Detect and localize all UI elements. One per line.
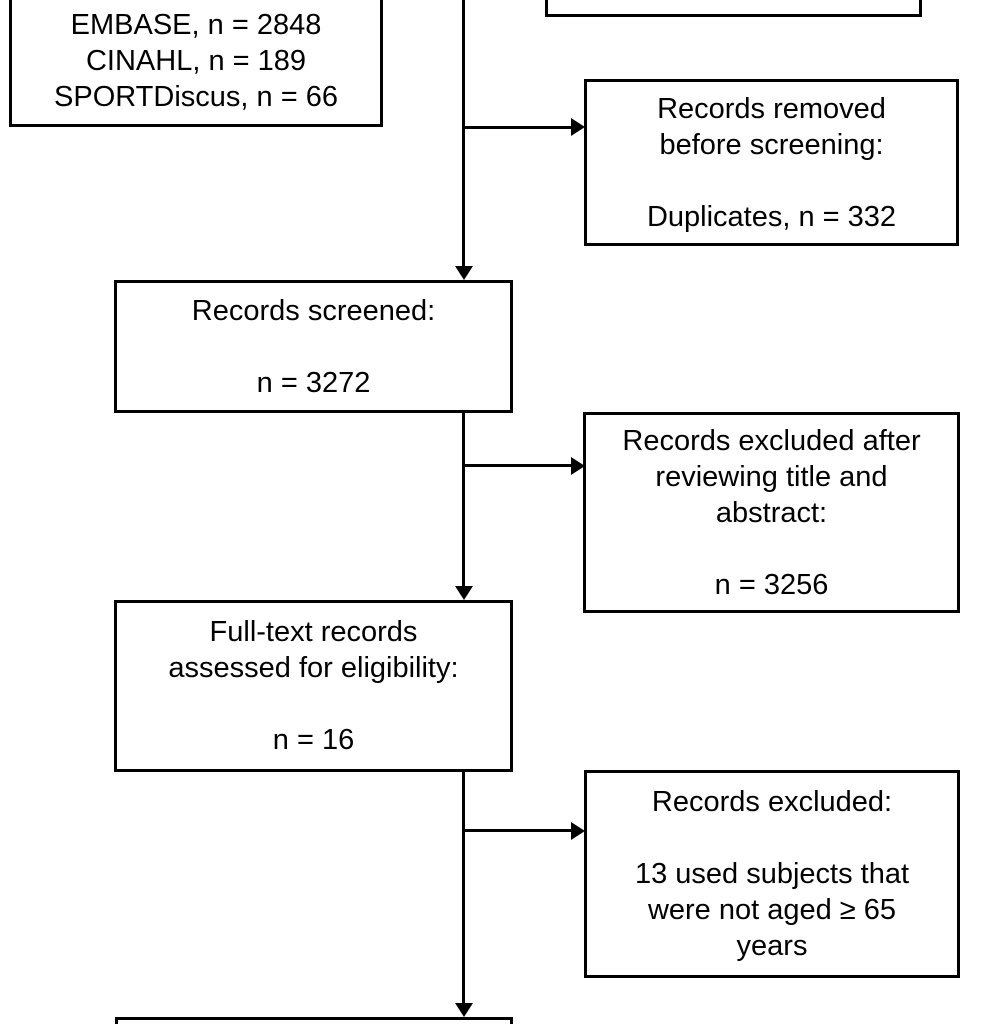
arrowhead-right-excluded-fulltext-icon	[571, 822, 585, 840]
excluded-ft-title: Records excluded:	[651, 786, 893, 818]
connector-fulltext-to-included	[462, 772, 465, 1003]
connector-to-excluded-title-abstract	[463, 464, 571, 467]
excluded-ta-line-2: reviewing title and	[655, 460, 888, 493]
fulltext-line-1: Full-text records	[209, 616, 418, 648]
connector-screened-to-fulltext	[462, 413, 465, 586]
arrowhead-down-to-included-icon	[455, 1003, 473, 1017]
source-line-embase: EMBASE, n = 2848	[70, 9, 322, 41]
excluded-ta-line-1: Records excluded after	[622, 424, 921, 457]
arrowhead-right-excluded-title-abstract-icon	[571, 457, 585, 475]
fulltext-count: n = 16	[272, 724, 355, 756]
records-removed-line-2: before screening:	[659, 128, 884, 161]
arrowhead-down-to-screened-icon	[455, 266, 473, 280]
arrowhead-right-records-removed-icon	[571, 118, 585, 136]
box-clipped-bottom	[115, 1017, 513, 1024]
box-excluded-fulltext: Records excluded: 13 used subjects that …	[584, 770, 960, 978]
box-fulltext-assessed: Full-text records assessed for eligibili…	[114, 600, 513, 772]
excluded-ta-count: n = 3256	[714, 568, 829, 601]
connector-to-excluded-fulltext	[463, 829, 571, 832]
box-records-screened: Records screened: n = 3272	[114, 280, 513, 413]
fulltext-line-2: assessed for eligibility:	[168, 652, 459, 684]
records-removed-count: Duplicates, n = 332	[646, 200, 897, 233]
excluded-ft-reason-1: 13 used subjects that	[634, 858, 910, 890]
source-line-sportdiscus: SPORTDiscus, n = 66	[54, 81, 338, 113]
box-excluded-title-abstract: Records excluded after reviewing title a…	[583, 412, 960, 613]
box-identification-sources: EMBASE, n = 2848 CINAHL, n = 189 SPORTDi…	[9, 0, 383, 127]
records-removed-line-1: Records removed	[657, 92, 886, 125]
excluded-ft-reason-2: were not aged ≥ 65	[647, 894, 897, 926]
box-clipped-top-right	[545, 0, 922, 17]
records-screened-title: Records screened:	[191, 294, 436, 327]
connector-to-records-removed	[463, 126, 571, 129]
source-line-cinahl: CINAHL, n = 189	[85, 45, 307, 77]
box-records-removed: Records removed before screening: Duplic…	[584, 79, 959, 246]
records-screened-count: n = 3272	[256, 366, 371, 399]
excluded-ta-line-3: abstract:	[715, 496, 828, 529]
excluded-ft-reason-3: years	[736, 930, 808, 962]
connector-identified-to-screened	[462, 0, 465, 267]
arrowhead-down-to-fulltext-icon	[455, 586, 473, 600]
